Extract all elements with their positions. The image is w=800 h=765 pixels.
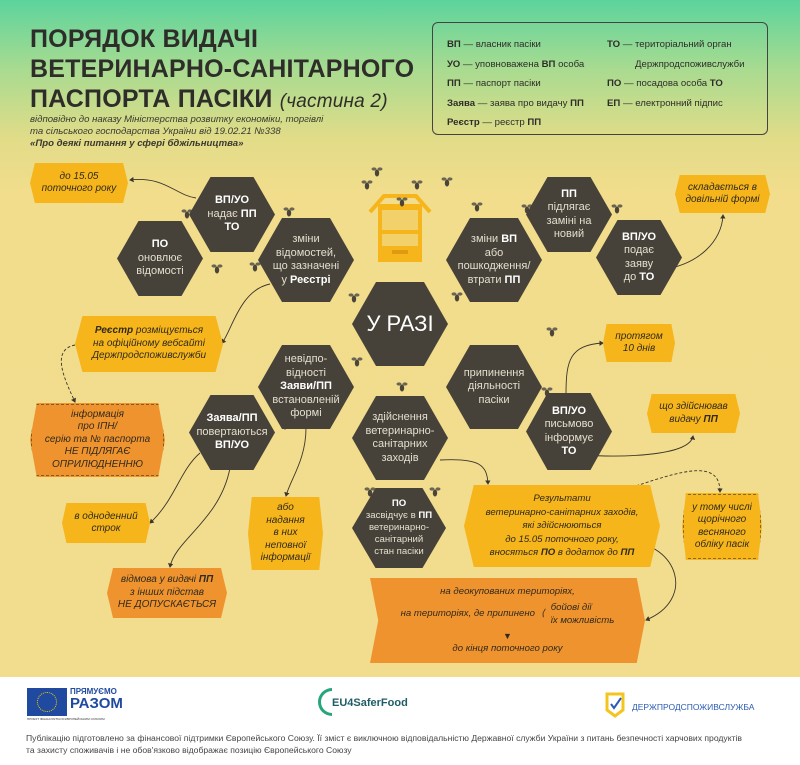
- connector: [284, 427, 307, 497]
- legend-item: Реєстр — реєстр ПП: [447, 117, 542, 128]
- dps-shield-icon: [605, 692, 625, 718]
- connector: [149, 452, 201, 524]
- legend-item: ВП — власник пасіки: [447, 39, 541, 50]
- connector: [221, 283, 271, 344]
- subtitle-line: та сільського господарства України від 1…: [30, 126, 281, 137]
- legend-item: ЕП — електронний підпис: [607, 97, 723, 109]
- subtitle-line: відповідно до наказу Міністерства розвит…: [30, 114, 324, 125]
- eu4saferfood-icon: [318, 688, 332, 716]
- logo-caption: ПРОЄКТ ФІНАНСУЄТЬСЯ ЄВРОПЕЙСЬКИМ СОЮЗОМ: [27, 717, 105, 721]
- connector: [168, 467, 231, 568]
- bee-icon: [371, 167, 383, 177]
- bee-icon: [471, 202, 483, 212]
- bee-icon: [441, 177, 453, 187]
- legend-item: ПП — паспорт пасіки: [447, 78, 541, 89]
- title-line: ПОРЯДОК ВИДАЧІ: [30, 25, 259, 53]
- legend-item: ПО — посадова особа ТО: [607, 78, 723, 89]
- connector: [439, 459, 491, 485]
- legend-item: ТО — територіальний орган: [607, 39, 732, 50]
- legend-item: УО — уповноважена ВП особа: [447, 58, 585, 70]
- legend-item: Заява — заява про видачу ПП: [447, 97, 584, 109]
- branch-arrow-icon: ⟨: [540, 608, 545, 619]
- connector: [60, 344, 76, 403]
- connector: [129, 176, 197, 199]
- pryamuyemo-razom-logo: ПРЯМУЄМО РАЗОМ: [70, 687, 123, 712]
- disclaimer: Публікацію підготовлено за фінансової пі…: [26, 733, 742, 755]
- dps-logo-text: ДЕРЖПРОДСПОЖИВСЛУЖБА: [632, 702, 755, 712]
- infographic: ПОРЯДОК ВИДАЧІ ВЕТЕРИНАРНО-САНІТАРНОГО П…: [0, 0, 800, 677]
- bee-icon: [249, 262, 261, 272]
- eu-flag-icon: [27, 688, 67, 716]
- abbreviation-legend: ВП — власник пасіки УО — уповноважена ВП…: [432, 22, 768, 135]
- hex-center-in-case: У РАЗІ: [352, 282, 448, 366]
- bee-icon: [451, 292, 463, 302]
- bee-icon: [396, 382, 408, 392]
- legend-item: Держпродспоживслужби: [635, 58, 745, 70]
- bee-icon: [181, 209, 193, 219]
- bee-icon: [211, 264, 223, 274]
- bee-icon: [283, 207, 295, 217]
- bee-icon: [611, 204, 623, 214]
- bee-icon: [411, 180, 423, 190]
- connector: [565, 340, 604, 395]
- note-territories: на деокупованих територіях, на територія…: [370, 578, 645, 663]
- title-line: ВЕТЕРИНАРНО-САНІТАРНОГО: [30, 55, 415, 83]
- subtitle-line: «Про деякі питання у сфері бджільництва»: [30, 138, 244, 149]
- bee-icon: [396, 197, 408, 207]
- bee-icon: [348, 293, 360, 303]
- bee-icon: [364, 487, 376, 497]
- title-line: ПАСПОРТА ПАСІКИ: [30, 85, 273, 113]
- beehive-icon: [368, 194, 432, 262]
- triangle-down-icon: ▼: [503, 631, 512, 642]
- subtitle: відповідно до наказу Міністерства розвит…: [30, 114, 323, 150]
- title-part: (частина 2): [279, 91, 388, 112]
- page-title: ПОРЯДОК ВИДАЧІ ВЕТЕРИНАРНО-САНІТАРНОГО П…: [30, 24, 414, 117]
- eu4saferfood-logo: EU4SaferFood: [332, 697, 408, 709]
- bee-icon: [429, 487, 441, 497]
- bee-icon: [546, 327, 558, 337]
- bee-icon: [361, 180, 373, 190]
- bee-icon: [351, 357, 363, 367]
